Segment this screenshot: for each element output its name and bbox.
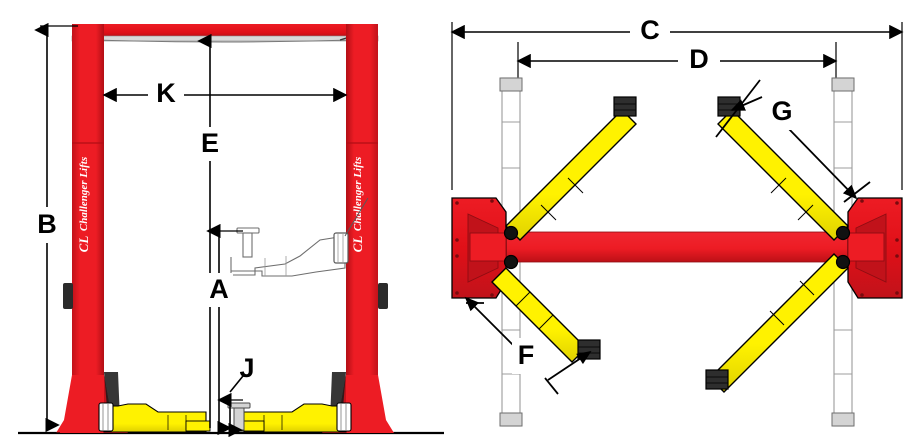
arm-rear-left-pivot xyxy=(503,254,519,270)
dimension-G: G xyxy=(715,79,871,203)
arm-rear-right xyxy=(705,253,851,393)
right-logo-wordmark: Challenger Lifts xyxy=(352,157,364,231)
dimension-label-C: C xyxy=(640,15,660,45)
dimension-label-K: K xyxy=(156,78,176,108)
arm-rear-right-pivot xyxy=(835,254,851,270)
raised-arm-phantom xyxy=(230,197,369,277)
cross-beam xyxy=(469,231,885,263)
dimension-J: J xyxy=(217,353,255,438)
dimension-label-E: E xyxy=(201,128,219,158)
dimension-K: K xyxy=(102,78,348,112)
dimension-label-F: F xyxy=(518,340,535,370)
dimension-B: B xyxy=(18,22,78,434)
arm-front-left-pivot xyxy=(503,225,519,241)
dimension-C: C xyxy=(450,14,904,50)
right-column: CL Challenger Lifts xyxy=(322,24,394,433)
arm-rear-left-pad xyxy=(577,339,601,360)
dimension-label-A: A xyxy=(209,274,229,304)
arm-rear-right-pad xyxy=(705,369,729,390)
left-arm-assembly xyxy=(98,402,211,433)
right-latch-block xyxy=(378,283,388,309)
arm-front-right-pivot xyxy=(835,225,851,241)
left-base-plate xyxy=(451,197,507,299)
right-column-logo: CL Challenger Lifts xyxy=(350,157,365,252)
right-arm-assembly xyxy=(239,402,352,433)
arm-rear-left xyxy=(491,254,601,363)
dimension-label-G: G xyxy=(771,96,792,126)
right-base-plate xyxy=(847,197,903,299)
overhead-beam xyxy=(71,24,379,43)
left-logo-wordmark: Challenger Lifts xyxy=(78,157,90,231)
arm-front-right-pad xyxy=(717,96,741,117)
top-view-canvas: C D xyxy=(450,14,904,427)
front-view-canvas: CL Challenger Lifts CL Challenger Lifts xyxy=(18,22,444,438)
right-logo-monogram: CL xyxy=(350,236,365,253)
dimension-label-B: B xyxy=(37,209,57,239)
dimension-D: D xyxy=(516,43,838,79)
left-column: CL Challenger Lifts xyxy=(56,24,128,433)
dimension-label-J: J xyxy=(239,353,254,383)
arm-front-left-pad xyxy=(613,96,637,117)
plan-top-view: C D xyxy=(440,0,914,447)
arm-front-right xyxy=(717,96,851,241)
arm-front-left xyxy=(503,96,637,241)
dimension-label-D: D xyxy=(689,44,709,74)
left-column-logo: CL Challenger Lifts xyxy=(76,157,91,252)
left-latch-block xyxy=(63,283,73,309)
front-elevation-view: CL Challenger Lifts CL Challenger Lifts xyxy=(0,0,450,447)
left-logo-monogram: CL xyxy=(76,236,91,253)
dimension-F: F xyxy=(464,296,592,395)
